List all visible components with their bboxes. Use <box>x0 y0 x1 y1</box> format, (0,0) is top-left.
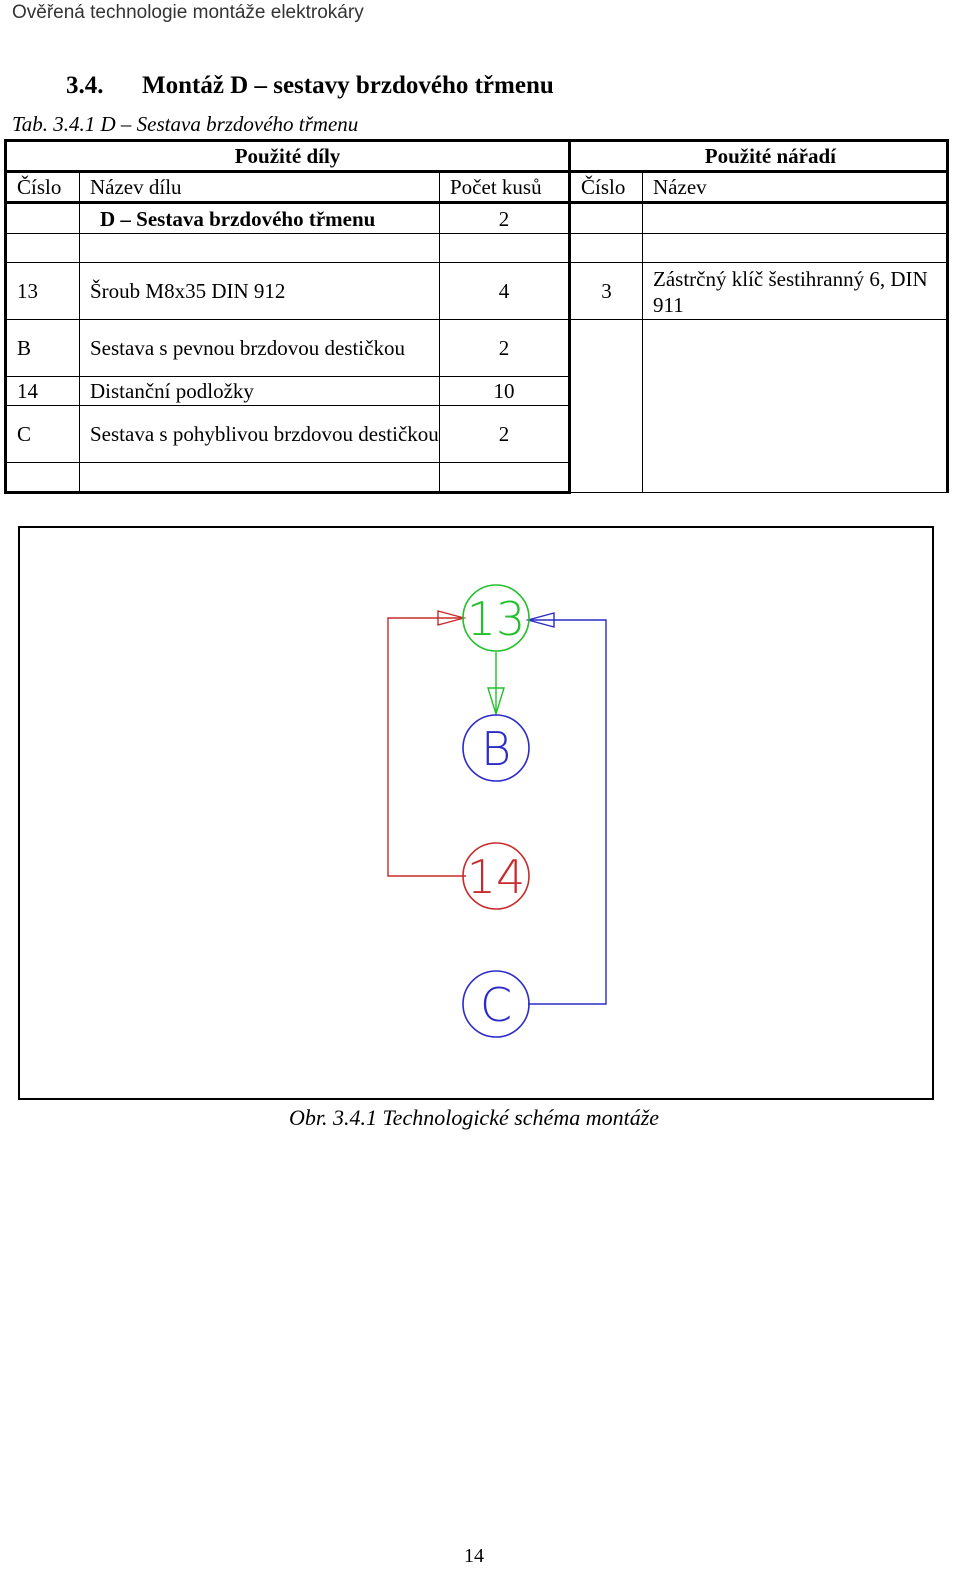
assembly-name: D – Sestava brzdového třmenu <box>79 201 440 234</box>
part-quantity: 4 <box>438 262 572 320</box>
table-cell-empty <box>438 233 572 263</box>
page-number: 14 <box>464 1545 484 1567</box>
header-used-parts: Použité díly <box>3 139 572 172</box>
table-cell-empty <box>642 233 950 263</box>
table-cell-empty <box>438 462 572 494</box>
table-cell-empty <box>569 201 644 234</box>
node-B: B <box>462 714 530 782</box>
node-B-circle <box>462 714 530 782</box>
part-quantity: 10 <box>438 376 572 406</box>
part-quantity: 2 <box>438 319 572 377</box>
part-number: B <box>4 319 80 377</box>
table-cell-empty <box>569 319 644 493</box>
header-used-tools: Použité nářadí <box>569 139 950 172</box>
node-13: 13 <box>462 584 530 652</box>
col-header-part-number: Číslo <box>4 170 80 203</box>
part-name: Distanční podložky <box>79 376 440 406</box>
table-cell-empty <box>4 233 80 263</box>
part-number: 13 <box>4 262 80 320</box>
part-quantity: 2 <box>438 405 572 463</box>
table-cell-empty <box>4 462 80 494</box>
node-13-circle <box>462 584 530 652</box>
node-B-label: B <box>481 722 511 776</box>
tool-number: 3 <box>569 262 644 320</box>
running-header: Ověřená technologie montáže elektrokáry <box>12 2 364 23</box>
col-header-part-name: Název dílu <box>79 170 440 203</box>
arrowhead-C-to-13 <box>525 612 555 628</box>
table-cell-empty <box>642 319 950 493</box>
node-14: 14 <box>462 842 530 910</box>
section-number: 3.4. <box>66 72 104 99</box>
part-name: Sestava s pevnou brzdovou destičkou <box>79 319 440 377</box>
part-number: C <box>4 405 80 463</box>
tool-name: Zástrčný klíč šestihranný 6, DIN 911 <box>642 262 950 320</box>
part-number: 14 <box>4 376 80 406</box>
connector-14-to-13 <box>387 617 466 877</box>
figure-caption: Obr. 3.4.1 Technologické schéma montáže <box>288 1105 660 1130</box>
table-cell-empty <box>79 233 440 263</box>
section-title: Montáž D – sestavy brzdového třmenu <box>142 72 554 99</box>
node-C-circle <box>462 970 530 1038</box>
parts-table: Použité díly Použité nářadí Číslo Název … <box>3 139 950 494</box>
part-name: Šroub M8x35 DIN 912 <box>79 262 440 320</box>
table-cell-empty <box>569 233 644 263</box>
table-caption: Tab. 3.4.1 D – Sestava brzdového třmenu <box>12 112 359 136</box>
node-C: C <box>462 970 530 1038</box>
col-header-quantity: Počet kusů <box>438 170 572 203</box>
node-14-label: 14 <box>467 850 526 904</box>
part-name: Sestava s pohyblivou brzdovou destičkou <box>79 405 440 463</box>
col-header-tool-number: Číslo <box>569 170 644 203</box>
node-C-label: C <box>480 978 512 1032</box>
section-heading: 3.4. Montáž D – sestavy brzdového třmenu <box>66 72 554 100</box>
assembly-quantity: 2 <box>438 201 572 234</box>
table-cell-empty <box>642 201 950 234</box>
node-14-circle <box>462 842 530 910</box>
connector-C-to-13 <box>528 619 607 1005</box>
node-13-label: 13 <box>467 592 526 646</box>
table-cell-empty <box>4 201 80 234</box>
table-cell-empty <box>79 462 440 494</box>
assembly-diagram: 13 B 14 C <box>387 584 607 1038</box>
col-header-tool-name: Název <box>642 170 950 203</box>
arrowhead-13-to-B <box>487 687 505 717</box>
assembly-diagram-frame: 13 B 14 C <box>18 526 934 1100</box>
arrowhead-14-to-13 <box>437 610 467 626</box>
